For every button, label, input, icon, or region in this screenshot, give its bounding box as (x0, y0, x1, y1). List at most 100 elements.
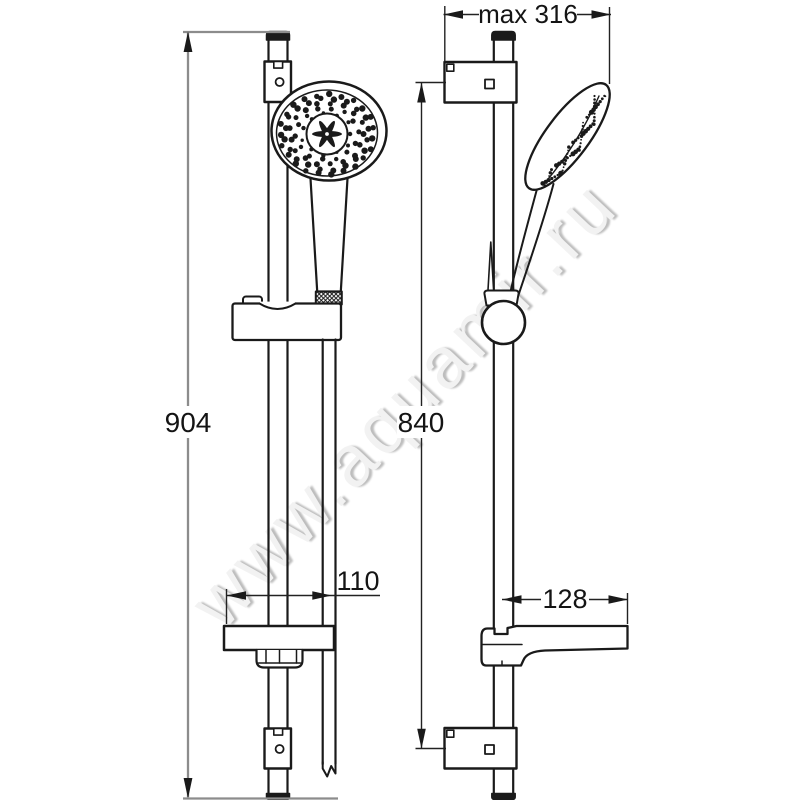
arrow-right-icon (312, 591, 332, 600)
nozzle-dot (318, 95, 324, 102)
nozzle-dot (596, 102, 600, 107)
nozzle-dot (571, 140, 575, 145)
nozzle-dot (301, 125, 306, 131)
nozzle-dot (347, 131, 353, 137)
nozzle-dot (292, 148, 298, 154)
nozzle-dot (367, 146, 374, 153)
nozzle-dot (352, 140, 359, 147)
spray-center-emblem (305, 112, 349, 156)
nozzle-dot (556, 173, 559, 177)
nozzle-dot (334, 156, 339, 162)
nozzle-dot (305, 161, 312, 168)
nozzle-dot (327, 101, 333, 107)
dimension-labels: 904 840 110 128 max 316 (165, 0, 588, 614)
nozzle-dot (281, 136, 288, 143)
nozzle-dot (592, 122, 596, 127)
nozzle-dot (593, 98, 596, 101)
nozzle-dot (578, 145, 582, 148)
nozzle-dot (567, 145, 571, 149)
spray-band-speckles (540, 94, 607, 188)
nozzle-dot (582, 121, 584, 124)
nozzle-dot (302, 107, 309, 114)
nozzle-dot (576, 136, 580, 140)
slider-holder-front (231, 295, 343, 342)
dimension-dish-depth-label: 128 (542, 584, 587, 614)
nozzle-dot (315, 169, 322, 176)
nozzle-dot (354, 106, 360, 113)
nozzle-dot (569, 154, 572, 158)
nozzle-dot (350, 110, 357, 117)
shower-head-side (524, 82, 611, 191)
nozzle-dot (346, 120, 351, 125)
nozzle-dot (340, 167, 347, 174)
slider-holder-side (480, 289, 527, 346)
arrow-right-icon (591, 10, 611, 19)
nozzle-dot (581, 128, 584, 131)
nozzle-dot (350, 118, 356, 124)
nozzle-dot (570, 151, 576, 157)
nozzle-dot (540, 181, 545, 186)
nozzle-dot (359, 119, 365, 125)
nozzle-dot (548, 175, 550, 177)
arrow-left-icon (226, 591, 246, 600)
arrow-down-icon (417, 728, 426, 749)
front-wall-bracket-top (263, 60, 293, 104)
nozzle-dot (313, 161, 320, 168)
nozzle-dot (574, 138, 578, 142)
nozzle-dot (593, 109, 596, 111)
nozzle-dot (588, 109, 594, 115)
nozzle-dot (344, 149, 350, 155)
front-handshower-handle (308, 168, 350, 293)
nozzle-dot (360, 131, 367, 137)
shower-head-front (270, 80, 388, 182)
nozzle-dot (592, 104, 597, 109)
arrow-down-icon (183, 778, 193, 799)
nozzle-dot (543, 184, 547, 188)
side-rail (492, 38, 515, 796)
nozzle-dot (563, 162, 567, 166)
nozzle-dot (560, 172, 563, 176)
nozzle-dot (305, 100, 312, 107)
nozzle-dot (346, 143, 350, 148)
nozzle-dot (356, 129, 362, 135)
nozzle-dot (359, 105, 366, 112)
nozzle-dot (562, 166, 565, 169)
nozzle-dot (343, 98, 350, 105)
side-view (443, 30, 629, 800)
nozzle-dot (328, 171, 335, 178)
nozzle-dot (579, 142, 582, 145)
nozzle-dot (279, 143, 285, 149)
nozzle-dot (342, 162, 349, 169)
front-wall-bracket-bottom (263, 727, 293, 770)
nozzle-dot (370, 125, 376, 131)
nozzle-dot (577, 148, 581, 152)
nozzle-dot (350, 97, 357, 104)
nozzle-dot (287, 146, 293, 153)
dimension-arrowheads (183, 10, 628, 799)
screw-hole-icon (274, 744, 285, 754)
dimension-dish-width-lines (225, 589, 380, 624)
nozzle-dot (285, 151, 292, 158)
nozzle-dot (545, 181, 548, 184)
nozzle-dot (588, 124, 593, 129)
nozzle-dot (314, 101, 320, 107)
nozzle-dot (593, 101, 597, 105)
nozzle-dot (302, 155, 309, 161)
side-wall-bracket-bottom (443, 726, 518, 770)
nozzle-dot (360, 155, 366, 161)
nozzle-dot (369, 135, 376, 142)
nozzle-dot (352, 156, 359, 162)
nozzle-dot (567, 149, 569, 152)
nozzle-dot (361, 147, 368, 154)
nozzle-dot (580, 138, 582, 141)
nozzle-dot (301, 96, 308, 103)
nozzle-dot (550, 168, 553, 172)
nozzle-dot (550, 176, 554, 181)
nozzle-dot (277, 120, 284, 127)
nozzle-dot (330, 96, 338, 103)
nozzle-dot (288, 136, 295, 143)
nozzle-dot (283, 125, 289, 132)
hose-break-symbol (321, 761, 337, 778)
nozzle-dot (593, 115, 596, 119)
